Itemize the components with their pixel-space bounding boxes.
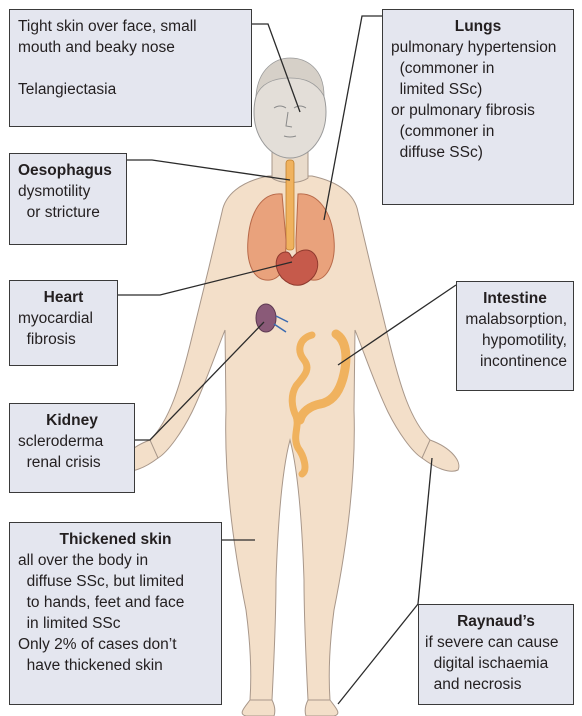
left-hand — [422, 440, 459, 471]
lungs-line-6: diffuse SSc) — [391, 142, 565, 163]
lungs-line-1: pulmonary hypertension — [391, 37, 565, 58]
oesophagus-title: Oesophagus — [18, 160, 118, 181]
heart-title: Heart — [18, 287, 109, 308]
face-line-1: Tight skin over face, small — [18, 16, 243, 37]
intestine-title: Intestine — [463, 288, 567, 309]
skin-line-6: have thickened skin — [18, 655, 213, 676]
face-callout: Tight skin over face, small mouth and be… — [9, 9, 252, 127]
oesophagus-line-1: dysmotility — [18, 181, 118, 202]
kidney-line-1: scleroderma — [18, 431, 126, 452]
face-line-2: mouth and beaky nose — [18, 37, 243, 58]
lungs-callout: Lungs pulmonary hypertension (commoner i… — [382, 9, 574, 205]
heart-line-1: myocardial — [18, 308, 109, 329]
kidney-callout: Kidney scleroderma renal crisis — [9, 403, 135, 493]
lungs-title: Lungs — [391, 16, 565, 37]
raynauds-line-1: if severe can cause — [425, 632, 567, 653]
raynauds-title: Raynaud’s — [425, 611, 567, 632]
heart-line-2: fibrosis — [18, 329, 109, 350]
raynauds-callout: Raynaud’s if severe can cause digital is… — [418, 604, 574, 705]
intestine-callout: Intestine malabsorption, hypomotility, i… — [456, 281, 574, 391]
kidney-line-2: renal crisis — [18, 452, 126, 473]
oesophagus-organ — [286, 160, 294, 250]
skin-line-3: to hands, feet and face — [18, 592, 213, 613]
leader-raynauds-hand — [418, 458, 432, 604]
thickened-skin-callout: Thickened skin all over the body in diff… — [9, 522, 222, 705]
oesophagus-callout: Oesophagus dysmotility or stricture — [9, 153, 127, 245]
skin-line-5: Only 2% of cases don’t — [18, 634, 213, 655]
intestine-line-1: malabsorption, — [463, 309, 567, 330]
raynauds-line-3: and necrosis — [425, 674, 567, 695]
skin-line-1: all over the body in — [18, 550, 213, 571]
skin-line-2: diffuse SSc, but limited — [18, 571, 213, 592]
lungs-line-4: or pulmonary fibrosis — [391, 100, 565, 121]
leader-raynauds-foot — [338, 604, 418, 704]
oesophagus-line-2: or stricture — [18, 202, 118, 223]
skin-line-4: in limited SSc — [18, 613, 213, 634]
right-foot — [242, 700, 275, 716]
lungs-line-3: limited SSc) — [391, 79, 565, 100]
raynauds-line-2: digital ischaemia — [425, 653, 567, 674]
skin-title: Thickened skin — [18, 529, 213, 550]
kidney-title: Kidney — [18, 410, 126, 431]
lungs-line-5: (commoner in — [391, 121, 565, 142]
heart-callout: Heart myocardial fibrosis — [9, 280, 118, 366]
left-foot — [305, 700, 338, 716]
lungs-line-2: (commoner in — [391, 58, 565, 79]
face-line-3 — [18, 58, 243, 79]
intestine-line-3: incontinence — [463, 351, 567, 372]
intestine-line-2: hypomotility, — [463, 330, 567, 351]
face-line-4: Telangiectasia — [18, 79, 243, 100]
